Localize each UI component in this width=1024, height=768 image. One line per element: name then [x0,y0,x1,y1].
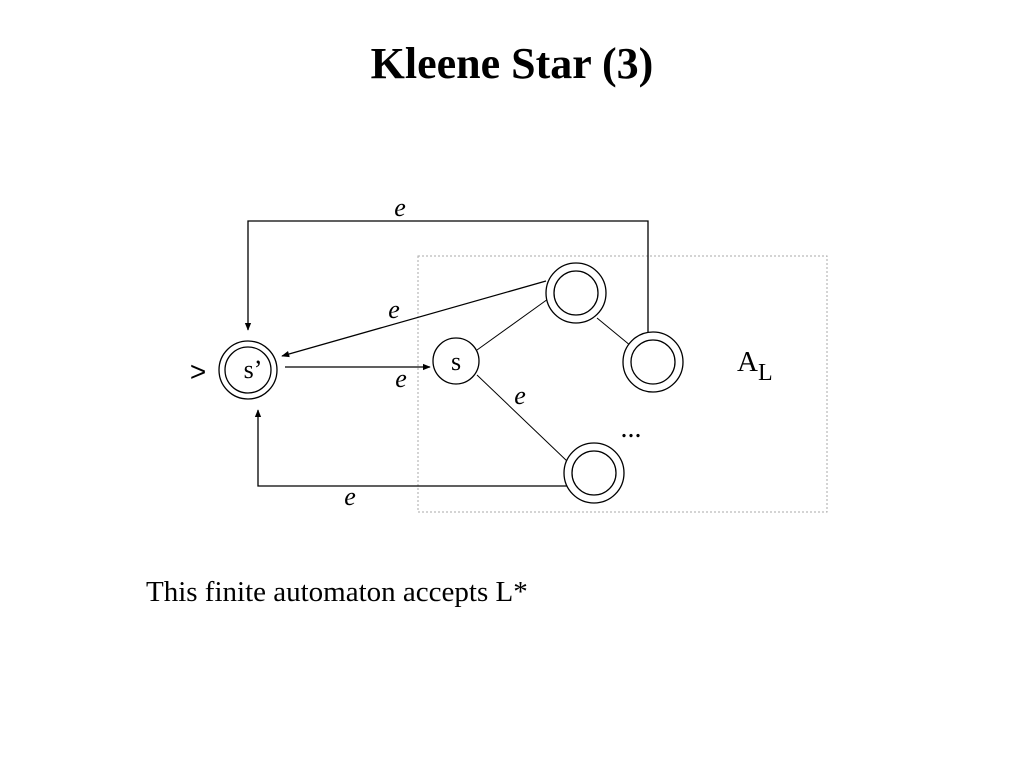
edge-upper-to-right-final [596,317,632,347]
state-new-start-inner [224,346,272,394]
edge-top-loop-to-start [244,220,649,333]
edge-label-bottom-loop: e [344,482,356,511]
state-original-start-label: s [451,347,461,376]
final-state-right-inner [630,339,676,385]
edge-upper-final-to-start [281,280,547,358]
start-marker: > [190,356,206,387]
state-original-start [432,337,480,385]
edge-s-to-lower-final [476,374,569,463]
final-state-lower-inner [571,450,617,496]
edge-label-start-to-s: e [395,364,407,393]
edge-label-upper-final: e [388,295,400,324]
edge-label-s-to-lower: e [514,381,526,410]
automaton-label: AL [737,346,773,386]
automaton-name: A [737,346,758,378]
edge-s-to-upper-final [476,298,549,351]
slide-caption: This finite automaton accepts L* [146,576,528,608]
state-new-start-label: s’ [244,355,263,384]
edge-label-top-loop: e [394,193,406,222]
automaton-subscript: L [758,360,773,386]
final-state-upper-inner [553,270,599,316]
slide-title: Kleene Star (3) [370,39,654,88]
more-states-ellipsis: ... [621,413,642,444]
automaton-boundary [417,255,828,513]
edge-bottom-loop-to-start [254,409,570,487]
